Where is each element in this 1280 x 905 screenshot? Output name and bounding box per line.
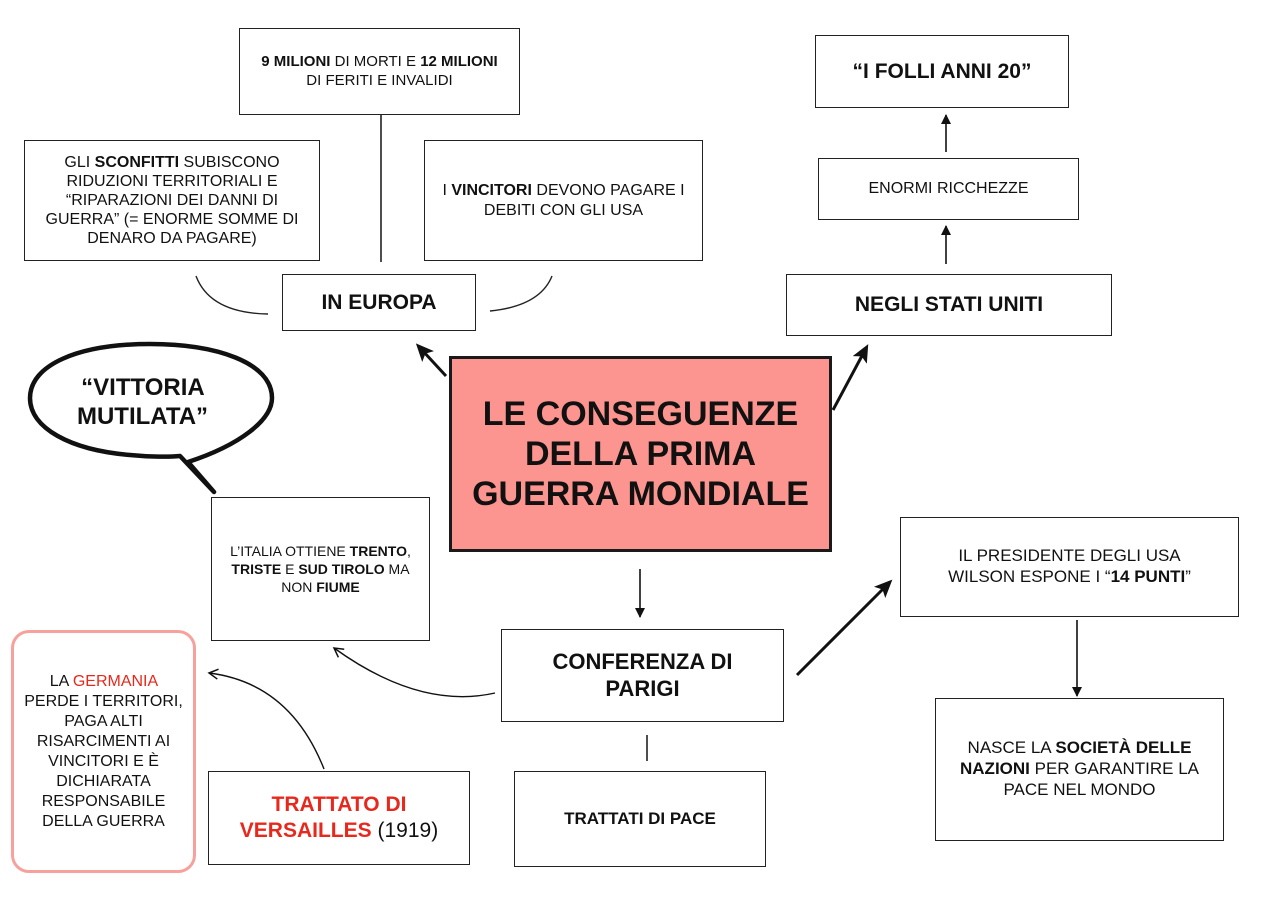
- node-conferenza-di-parigi: CONFERENZA DI PARIGI: [501, 629, 784, 722]
- central-topic: LE CONSEGUENZE DELLA PRIMA GUERRA MONDIA…: [449, 356, 832, 552]
- connector-sconfitti-curve: [195, 275, 269, 315]
- vincitori-text-1: I: [442, 181, 452, 199]
- node-wilson-14-punti: IL PRESIDENTE DEGLI USA WILSON ESPONE I …: [900, 517, 1239, 617]
- node-germania: LA GERMANIA PERDE I TERRITORI, PAGA ALTI…: [11, 630, 196, 873]
- deaths-text-1: DI MORTI E: [330, 53, 421, 71]
- trattati-di-pace-label: TRATTATI DI PACE: [564, 808, 716, 828]
- wilson-text-2: ”: [1185, 567, 1191, 586]
- deaths-bold-2: 12 MILIONI: [420, 53, 498, 71]
- enormi-ricchezze-label: ENORMI RICCHEZZE: [868, 180, 1029, 198]
- negli-stati-uniti-label: NEGLI STATI UNITI: [854, 293, 1044, 317]
- node-enormi-ricchezze: ENORMI RICCHEZZE: [818, 158, 1079, 220]
- folli-anni-20-label: “I FOLLI ANNI 20”: [852, 59, 1032, 83]
- versailles-red-title: TRATTATO DI VERSAILLES: [239, 792, 407, 842]
- sconfitti-text-1: GLI: [64, 153, 95, 171]
- node-vincitori: I VINCITORI DEVONO PAGARE I DEBITI CON G…: [424, 140, 703, 261]
- node-sconfitti: GLI SCONFITTI SUBISCONO RIDUZIONI TERRIT…: [24, 140, 320, 261]
- wilson-bold-14-punti: 14 PUNTI: [1110, 567, 1186, 586]
- central-line-3: GUERRA MONDIALE: [472, 475, 809, 514]
- arrow-conferenza-italia: [332, 647, 496, 698]
- node-deaths: 9 MILIONI DI MORTI E 12 MILIONI DI FERIT…: [239, 28, 520, 115]
- wilson-text-1: IL PRESIDENTE DEGLI USA WILSON ESPONE I …: [948, 546, 1181, 586]
- deaths-bold-1: 9 MILIONI: [261, 53, 331, 71]
- arrow-central-usa: [831, 344, 869, 411]
- node-societa-delle-nazioni: NASCE LA SOCIETÀ DELLE NAZIONI PER GARAN…: [935, 698, 1224, 841]
- node-in-europa: IN EUROPA: [282, 274, 476, 331]
- versailles-year: (1919): [371, 819, 439, 842]
- speech-bubble-vittoria-mutilata: “VITTORIA MUTILATA”: [40, 374, 245, 432]
- bubble-line-1: “VITTORIA: [81, 374, 204, 401]
- connector-vincitori-curve: [489, 275, 553, 312]
- vincitori-text-2: DEVONO PAGARE I DEBITI CON GLI USA: [483, 181, 685, 219]
- conferenza-label: CONFERENZA DI PARIGI: [552, 648, 733, 701]
- sconfitti-text-2: SUBISCONO RIDUZIONI TERRITORIALI E “RIPA…: [45, 153, 299, 248]
- node-italia: L’ITALIA OTTIENE TRENTO, TRISTE E SUD TI…: [211, 497, 430, 641]
- deaths-text-2: DI FERITI E INVALIDI: [306, 71, 453, 89]
- germania-text-2: PERDE I TERRITORI, PAGA ALTI RISARCIMENT…: [24, 692, 183, 830]
- societa-text-1: NASCE LA: [967, 738, 1056, 758]
- central-line-1: LE CONSEGUENZE: [482, 394, 799, 433]
- italia-text-3: E: [281, 560, 299, 577]
- arrow-conferenza-wilson: [795, 579, 893, 677]
- node-negli-stati-uniti: NEGLI STATI UNITI: [786, 274, 1112, 336]
- societa-text-2: PER GARANTIRE LA PACE NEL MONDO: [1003, 759, 1199, 799]
- in-europa-label: IN EUROPA: [321, 290, 437, 314]
- italia-bold-fiume: FIUME: [316, 579, 360, 596]
- germania-red-highlight: GERMANIA: [72, 672, 158, 690]
- italia-bold-triste: TRISTE: [231, 560, 282, 577]
- arrow-central-europa: [415, 343, 448, 378]
- italia-bold-sud-tirolo: SUD TIROLO: [298, 560, 385, 577]
- node-folli-anni-20: “I FOLLI ANNI 20”: [815, 35, 1069, 108]
- arrow-versailles-germania: [207, 668, 325, 770]
- vincitori-bold: VINCITORI: [451, 181, 532, 199]
- italia-text-2: ,: [406, 542, 411, 559]
- italia-bold-trento: TRENTO: [349, 542, 407, 559]
- sconfitti-bold: SCONFITTI: [94, 153, 180, 171]
- bubble-line-2: MUTILATA”: [76, 402, 209, 430]
- italia-text-4: MA NON: [281, 560, 410, 596]
- node-trattato-di-versailles: TRATTATO DI VERSAILLES (1919): [208, 771, 470, 865]
- node-trattati-di-pace: TRATTATI DI PACE: [514, 771, 766, 867]
- central-line-2: DELLA PRIMA: [524, 434, 757, 473]
- italia-text-1: L’ITALIA OTTIENE: [230, 542, 350, 559]
- societa-bold: SOCIETÀ DELLE NAZIONI: [960, 738, 1192, 779]
- germania-text-1: LA: [49, 672, 73, 690]
